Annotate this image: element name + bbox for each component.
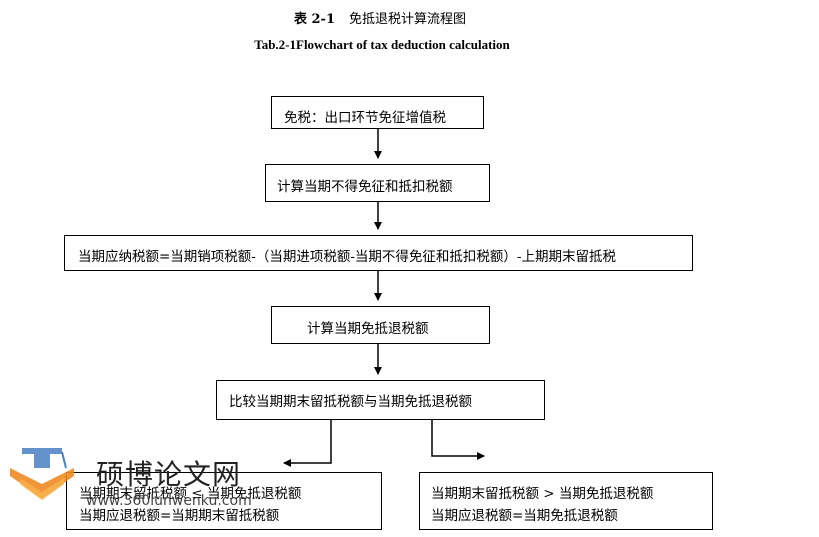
right-case-line1: 当期期末留抵税额 > 当期免抵退税额 (431, 486, 654, 502)
node-right-case: 当期期末留抵税额 > 当期免抵退税额 当期应退税额=当期免抵退税额 (419, 472, 713, 530)
node-left-case: 当期期末留抵税额 ≤ 当期免抵退税额 当期应退税额=当期期末留抵税额 (66, 472, 382, 530)
node-calc-refund: 计算当期免抵退税额 (271, 306, 490, 344)
watermark-url: www.360lunwenku.com (86, 493, 252, 509)
node-exempt: 免税：出口环节免征增值税 (271, 96, 484, 129)
node-compare: 比较当期期末留抵税额与当期免抵退税额 (216, 380, 545, 420)
node-non-deductible: 计算当期不得免征和抵扣税额 (265, 164, 490, 202)
watermark-logo-icon (10, 448, 74, 500)
figure-title-english: Tab.2-1Flowchart of tax deduction calcul… (254, 37, 510, 52)
figure-title-text: 免抵退税计算流程图 (349, 12, 467, 27)
node-payable: 当期应纳税额=当期销项税额-（当期进项税额-当期不得免征和抵扣税额）-上期期末留… (64, 235, 693, 271)
arrow-left-branch (283, 420, 332, 467)
right-case-line2: 当期应退税额=当期免抵退税额 (431, 508, 618, 524)
arrow-right-branch (431, 420, 485, 460)
figure-number: 表 2-1 (293, 12, 335, 27)
figure-title: 表 2-1 免抵退税计算流程图 (0, 8, 760, 27)
watermark-name: 硕博论文网 (96, 458, 242, 491)
left-case-line2: 当期应退税额=当期期末留抵税额 (79, 508, 280, 524)
left-case-line1: 当期期末留抵税额 ≤ 当期免抵退税额 (79, 486, 302, 502)
